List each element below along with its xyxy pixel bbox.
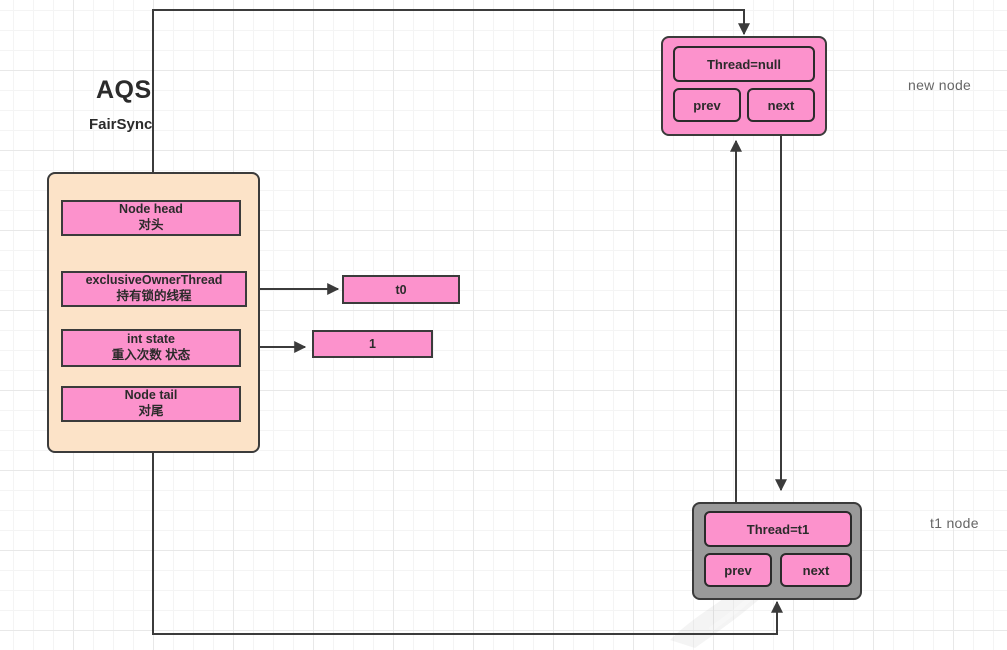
new-node-next-slot: next — [747, 88, 815, 122]
field-node-tail: Node tail 对尾 — [61, 386, 241, 422]
new-node-prev-slot: prev — [673, 88, 741, 122]
subtitle-fairsync: FairSync — [89, 116, 153, 133]
page-title-aqs: AQS — [96, 76, 152, 104]
field-int-state: int state 重入次数 状态 — [61, 329, 241, 367]
field-node-head-cn: 对头 — [138, 218, 164, 232]
new-node-side-label: new node — [908, 77, 972, 93]
new-node-thread-slot: Thread=null — [673, 46, 815, 82]
field-node-tail-en: Node tail — [124, 388, 178, 403]
field-exclusive-owner-thread: exclusiveOwnerThread 持有锁的线程 — [61, 271, 247, 307]
field-node-head: Node head 对头 — [61, 200, 241, 236]
t1-node-side-label: t1 node — [930, 515, 979, 531]
value-owner-thread: t0 — [342, 275, 460, 304]
t1-node-prev-slot: prev — [704, 553, 772, 587]
field-node-head-en: Node head — [119, 202, 183, 217]
t1-node-thread-slot: Thread=t1 — [704, 511, 852, 547]
field-exclusive-owner-thread-cn: 持有锁的线程 — [116, 289, 192, 303]
field-node-tail-cn: 对尾 — [138, 404, 164, 418]
field-int-state-en: int state — [127, 332, 175, 347]
field-int-state-cn: 重入次数 状态 — [111, 348, 191, 362]
t1-node-next-slot: next — [780, 553, 852, 587]
field-exclusive-owner-thread-en: exclusiveOwnerThread — [85, 273, 223, 288]
value-int-state: 1 — [312, 330, 433, 358]
